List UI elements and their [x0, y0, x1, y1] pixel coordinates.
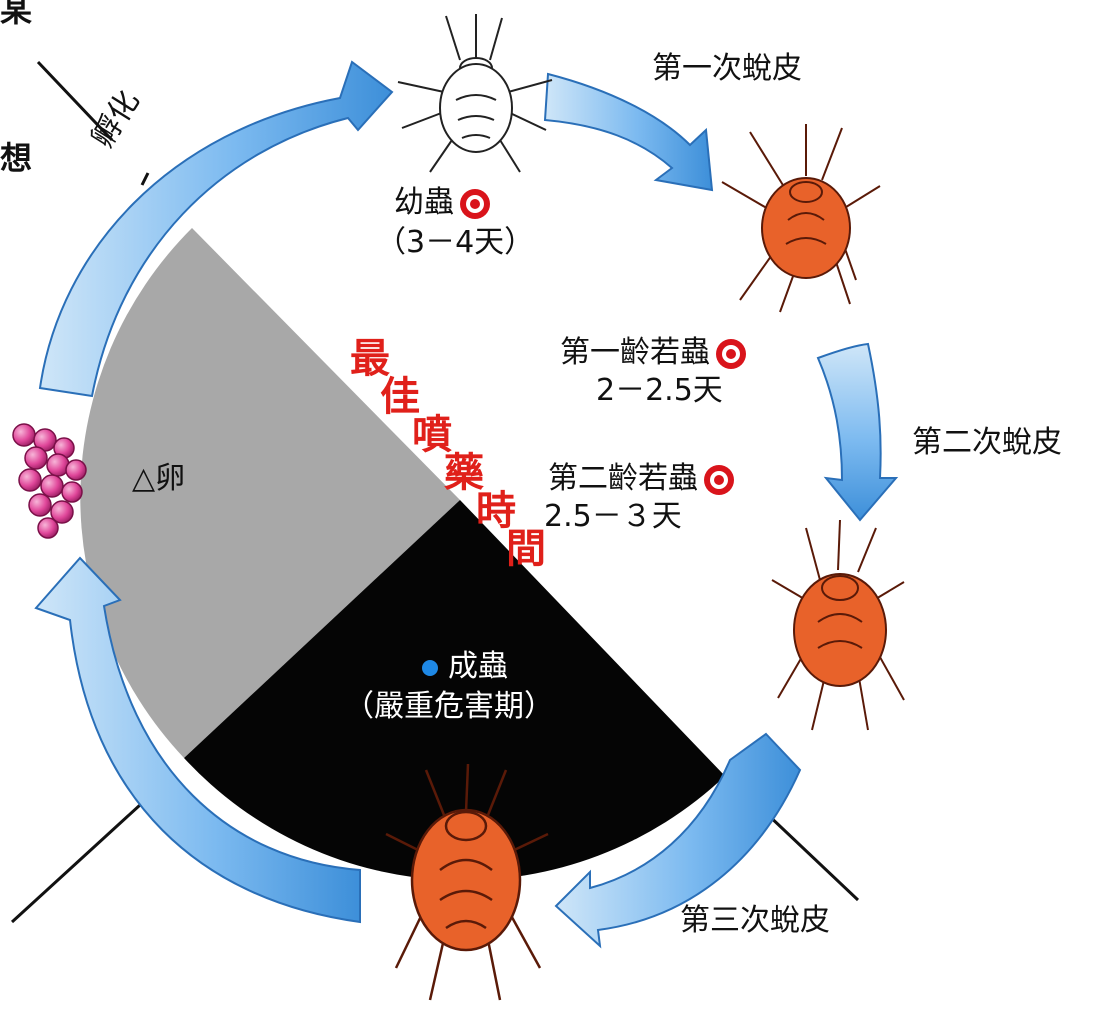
nymph1-name: 第一齡若蟲 [560, 335, 710, 370]
mite-nymph-icon [722, 124, 880, 312]
adult-label: 成蟲 [422, 650, 508, 685]
adult-duration: （嚴重危害期） [344, 690, 554, 725]
mite-nymph2-icon [772, 520, 904, 730]
nymph1-label: 第一齡若蟲 [560, 336, 746, 371]
nymph2-duration: 2.5－３天 [544, 500, 682, 535]
egg-cluster-icon [13, 424, 86, 538]
larva-label: 幼蟲 [394, 186, 490, 221]
blue-dot-marker-icon [422, 660, 438, 676]
adult-name: 成蟲 [448, 649, 508, 684]
edge-text-left: 想 [0, 140, 32, 177]
divider-line-bottom-right [765, 812, 858, 900]
divider-line-bottom-left [12, 805, 140, 922]
mite-larva-icon [398, 14, 552, 172]
nymph2-label: 第二齡若蟲 [548, 462, 734, 497]
edge-text-top: 某 [0, 0, 32, 29]
egg-label: △卵 [132, 462, 185, 497]
divider-line-hatch [142, 173, 148, 185]
molt1-label: 第一次蛻皮 [652, 52, 802, 87]
best-spray-char-6: 間 [506, 526, 546, 572]
bullseye-marker-icon [704, 465, 734, 495]
nymph2-name: 第二齡若蟲 [548, 461, 698, 496]
larva-duration: （3－4天） [376, 226, 534, 261]
bullseye-marker-icon [460, 189, 490, 219]
molt2-label: 第二次蛻皮 [912, 426, 1062, 461]
molt3-label: 第三次蛻皮 [680, 904, 830, 939]
molt2-arrow [818, 344, 896, 520]
nymph1-duration: 2－2.5天 [596, 374, 723, 409]
larva-name: 幼蟲 [394, 185, 454, 220]
molt1-arrow [545, 74, 712, 190]
bullseye-marker-icon [716, 339, 746, 369]
